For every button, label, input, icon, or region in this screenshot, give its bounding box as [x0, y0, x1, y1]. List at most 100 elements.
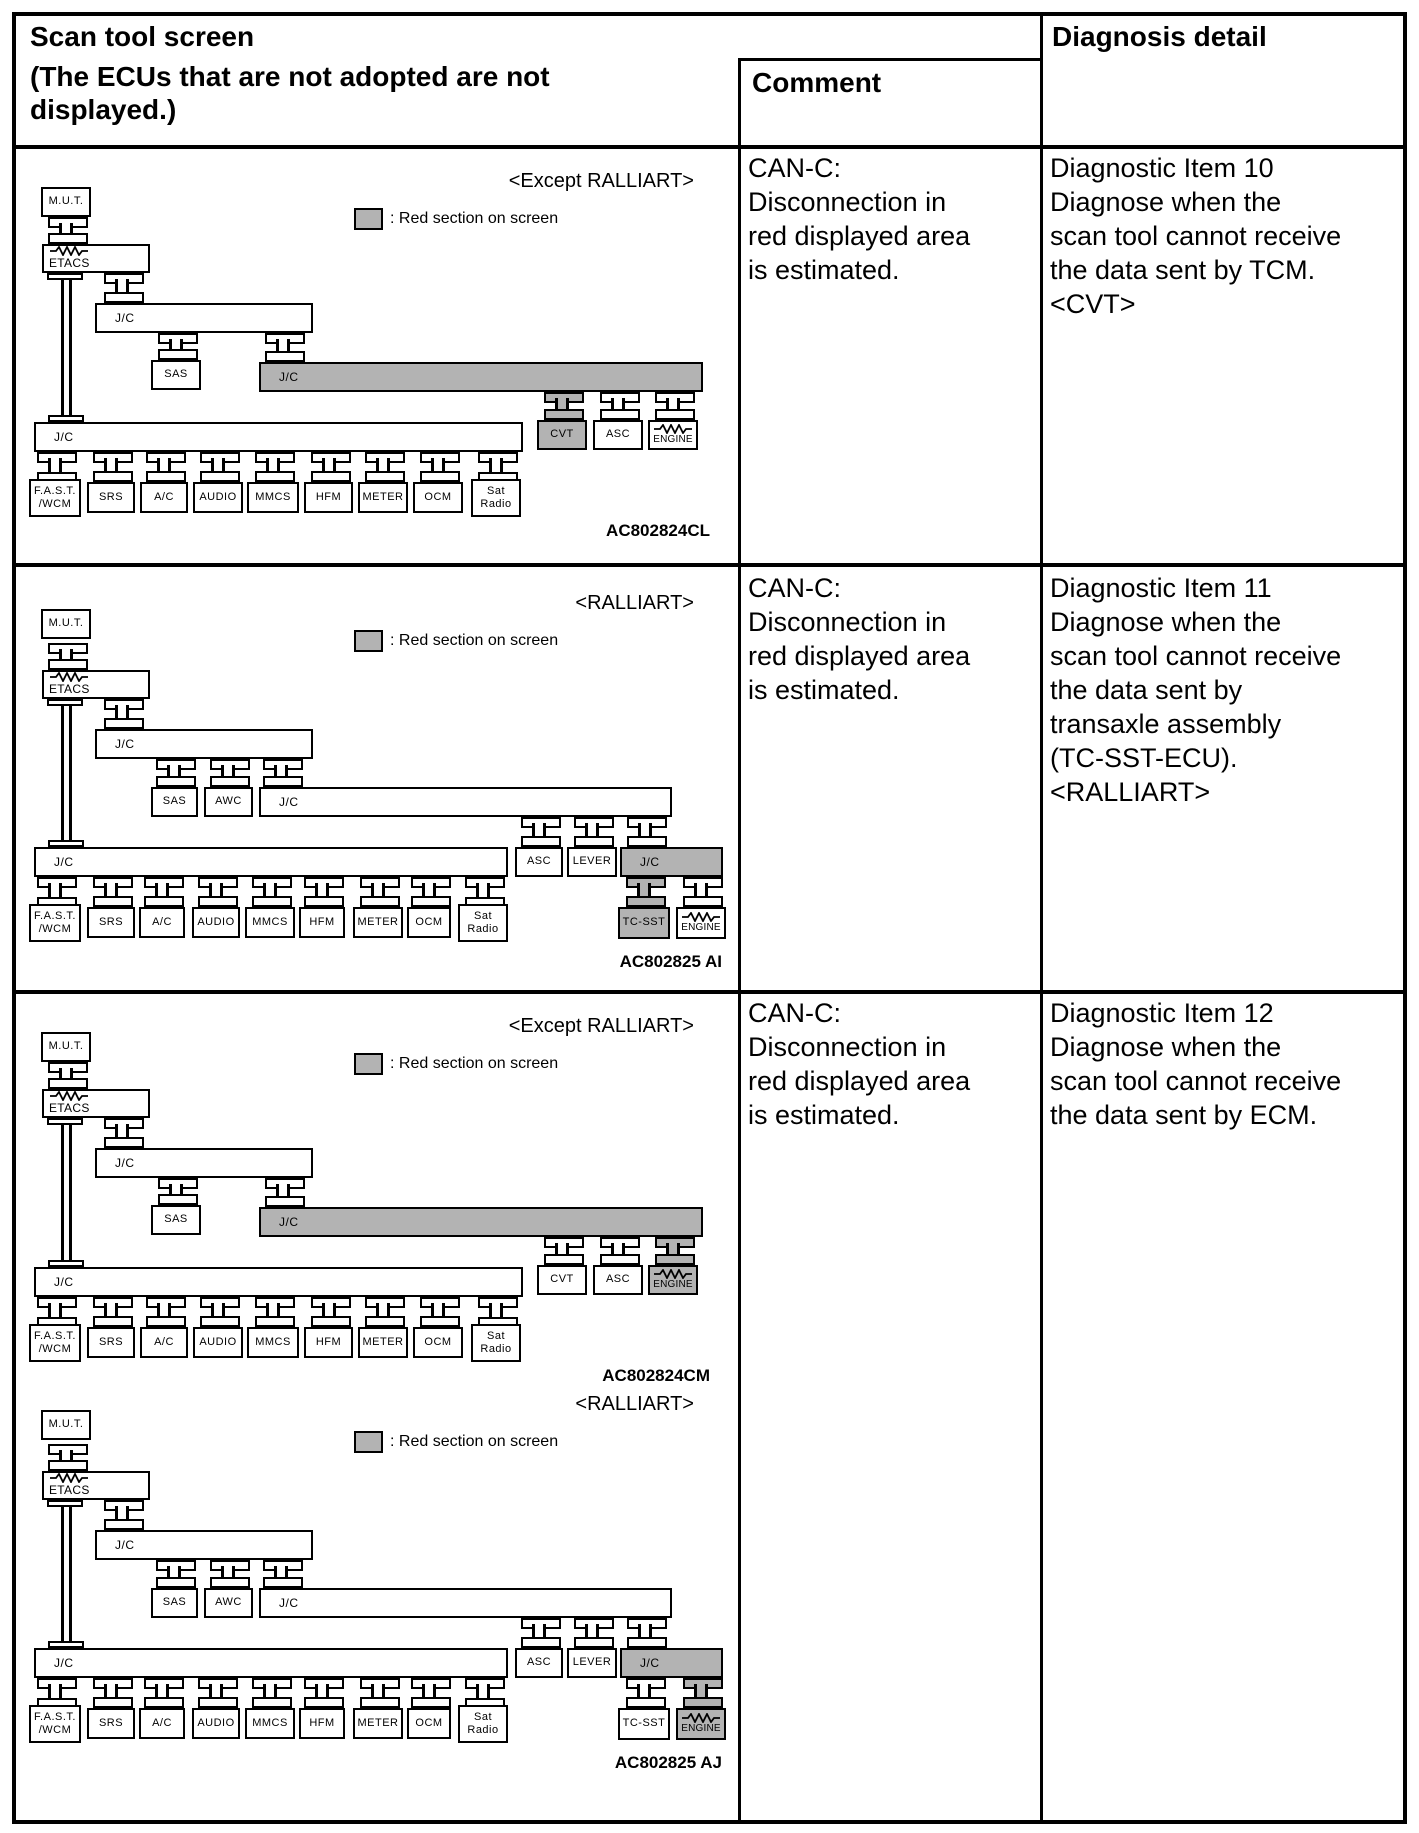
bus-connector-line — [637, 1684, 651, 1702]
header-bottom-border — [12, 145, 1407, 149]
node-ecu-6: METER — [353, 907, 403, 938]
node-asc: ASC — [593, 1265, 643, 1295]
node-ecu-6: METER — [353, 1708, 403, 1739]
node-asc: ASC — [515, 847, 563, 877]
col1-header-subtitle: (The ECUs that are not adopted are not d… — [30, 61, 550, 125]
table-outer-border — [12, 12, 1407, 1824]
bus-connector-line — [48, 458, 62, 477]
bus-connector-line — [266, 1303, 280, 1321]
bus-connector-line — [422, 1684, 436, 1702]
node-ecu-5: HFM — [304, 482, 353, 513]
bus-connector-line — [638, 823, 652, 841]
bus-jc-upper: J/C — [95, 729, 313, 759]
bus-connector — [310, 1297, 351, 1327]
bus-connector — [200, 452, 240, 482]
bus-connector-line — [376, 458, 390, 476]
resistor-zigzag-icon — [654, 1269, 692, 1279]
bus-connector-line — [167, 1566, 181, 1582]
bus-connector — [93, 877, 133, 907]
bus-connector-line — [211, 458, 225, 476]
legend-red-swatch — [354, 1431, 383, 1453]
bus-connector — [48, 643, 88, 670]
node-awc: AWC — [204, 1588, 253, 1618]
comment-cell-row2: CAN-C: Disconnection in red displayed ar… — [748, 573, 971, 705]
bus-stub — [48, 1641, 84, 1648]
bus-connector — [360, 877, 400, 907]
bus-connector-line — [104, 1684, 118, 1702]
bus-connector — [93, 452, 133, 482]
diagram-can-c-except-ralliart-cvt: <Except RALLIART>: Red section on screen… — [14, 147, 737, 563]
node-ecu-2: A/C — [140, 1327, 188, 1358]
node-ecu-5: HFM — [304, 1327, 353, 1358]
bus-jc-middle: J/C — [259, 787, 672, 817]
bus-vertical-line — [61, 280, 72, 415]
node-ecu-0: F.A.S.T. /WCM — [29, 479, 81, 517]
resistor-zigzag-icon — [50, 246, 88, 257]
node-mut: M.U.T. — [41, 1032, 91, 1062]
bus-connector-line — [167, 765, 181, 781]
bus-connector-line — [637, 883, 651, 901]
bus-connector-line — [315, 883, 329, 901]
node-ecu-7: OCM — [407, 907, 451, 938]
node-ecu-4: MMCS — [245, 907, 295, 938]
bus-connector-line — [321, 458, 336, 476]
bus-jc-highlight: J/C — [259, 1207, 703, 1237]
bus-connector — [265, 1178, 305, 1207]
bus-connector-line — [263, 883, 277, 901]
node-engine: ENGINE — [676, 1708, 726, 1740]
bus-connector — [48, 1062, 88, 1089]
row2-bottom-border — [12, 990, 1407, 994]
legend-red-swatch — [354, 1053, 383, 1075]
bus-connector — [420, 452, 460, 482]
bus-connector-line — [155, 1684, 169, 1702]
node-ecu-3: AUDIO — [193, 1327, 243, 1358]
resistor-zigzag-icon — [654, 424, 692, 434]
diagram-id-label: AC802825 AI — [619, 952, 722, 971]
node-ecu-8: Sat Radio — [471, 479, 521, 517]
bus-connector — [411, 877, 451, 907]
col3-header-title: Diagnosis detail — [1052, 21, 1267, 52]
node-engine: ENGINE — [648, 420, 698, 450]
bus-connector — [655, 1237, 695, 1265]
node-ecu-6: METER — [358, 482, 408, 513]
bus-connector-line — [48, 883, 62, 902]
diagnosis-cell-row1: Diagnostic Item 10 Diagnose when the sca… — [1050, 153, 1342, 319]
bus-connector — [600, 1237, 640, 1265]
bus-connector-line — [115, 279, 129, 297]
diagnosis-cell-row3: Diagnostic Item 12 Diagnose when the sca… — [1050, 998, 1342, 1130]
bus-connector-line — [169, 1184, 183, 1199]
bus-connector — [210, 1560, 250, 1588]
node-mut: M.U.T. — [41, 609, 91, 639]
bus-connector — [104, 273, 144, 303]
bus-connector — [478, 452, 518, 483]
node-ecu-0: F.A.S.T. /WCM — [29, 904, 81, 942]
bus-connector-line — [476, 1684, 490, 1703]
diagram-variant-label: <Except RALLIART> — [508, 1015, 694, 1037]
bus-jc-lower: J/C — [34, 1648, 508, 1678]
bus-connector — [626, 877, 666, 907]
bus-jc-lower: J/C — [34, 1267, 523, 1297]
bus-connector — [310, 452, 351, 482]
bus-connector — [263, 1560, 303, 1588]
comment-box-top-border — [738, 58, 1043, 61]
bus-connector-line — [315, 1684, 329, 1702]
bus-connector-line — [431, 458, 445, 476]
bus-connector — [198, 1678, 238, 1708]
bus-connector-line — [274, 1566, 288, 1582]
comment-cell-row1: CAN-C: Disconnection in red displayed ar… — [748, 153, 971, 285]
node-lever: LEVER — [567, 1648, 617, 1678]
node-awc: AWC — [204, 787, 253, 817]
bus-connector-line — [371, 1684, 385, 1702]
node-ecu-2: A/C — [140, 482, 188, 513]
bus-connector-line — [104, 458, 118, 476]
bus-connector-line — [48, 1303, 62, 1322]
node-ecu-1: SRS — [87, 482, 135, 513]
node-tcsst: TC-SST — [618, 907, 670, 939]
node-ecu-5: HFM — [299, 907, 345, 938]
bus-connector-line — [422, 883, 436, 901]
node-etacs-label: ETACS — [49, 256, 90, 271]
diagram-id-label: AC802824CM — [602, 1366, 710, 1385]
bus-connector — [627, 1618, 667, 1648]
node-ecu-8: Sat Radio — [458, 1705, 508, 1743]
